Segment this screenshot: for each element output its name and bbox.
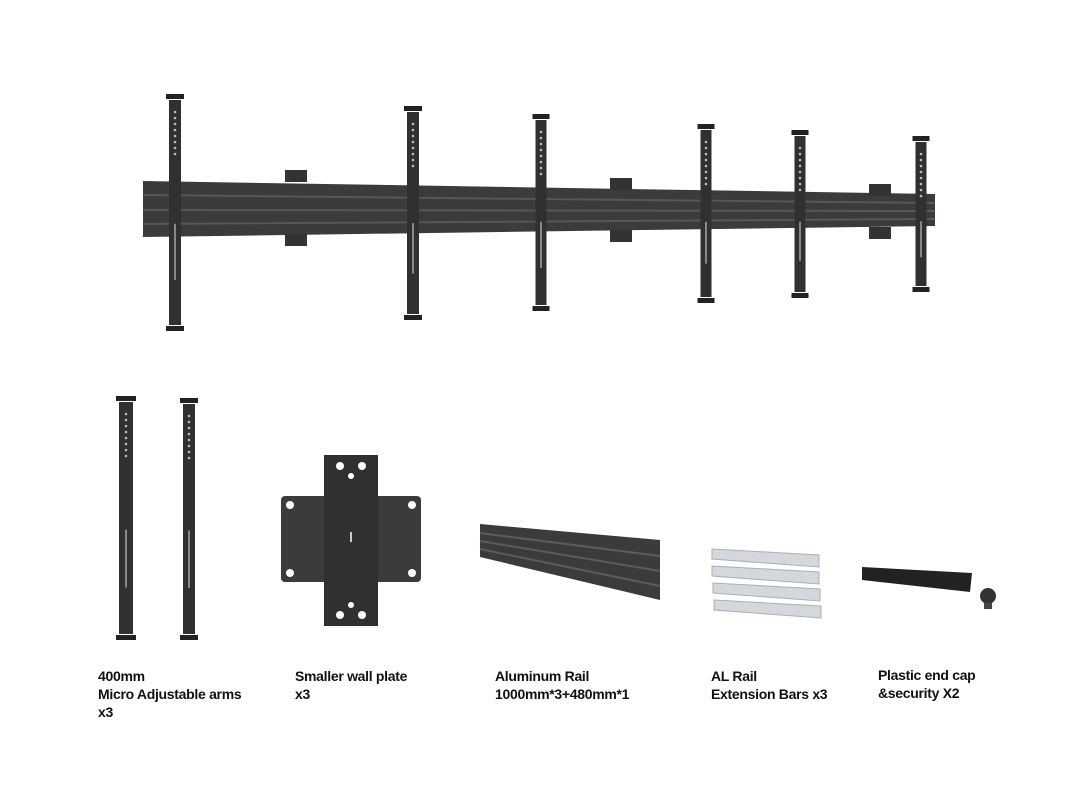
adjustable-arm	[697, 124, 715, 303]
label-line: Aluminum Rail	[495, 668, 590, 684]
label-line: 400mm	[98, 668, 145, 684]
extension-bar	[711, 548, 820, 568]
adjustable-arm	[166, 94, 184, 331]
assembled-mount	[142, 94, 936, 331]
component-label-extension-bars: AL Rail Extension Bars x3	[711, 667, 828, 703]
label-line: Micro Adjustable arms	[98, 686, 242, 702]
label-line: Smaller wall plate	[295, 668, 408, 684]
label-line: 1000mm*3+480mm*1	[495, 686, 630, 702]
label-line: x3	[295, 686, 310, 702]
wall-plate	[869, 227, 891, 239]
adjustable-arm	[791, 130, 809, 298]
label-line: Extension Bars x3	[711, 686, 828, 702]
component-label-wall-plate: Smaller wall plate x3	[295, 667, 407, 703]
adjustable-arm	[180, 398, 198, 640]
label-line: &security X2	[878, 685, 960, 701]
label-line: x3	[98, 704, 113, 720]
component-label-end-cap: Plastic end cap &security X2	[878, 666, 976, 702]
component-label-rail: Aluminum Rail 1000mm*3+480mm*1	[495, 667, 629, 703]
adjustable-arm	[532, 114, 550, 311]
component-label-arms: 400mm Micro Adjustable arms x3	[98, 667, 242, 721]
adjustable-arm	[116, 396, 136, 640]
label-line: Plastic end cap	[878, 667, 976, 683]
label-line: AL Rail	[711, 668, 757, 684]
adjustable-arm	[912, 136, 930, 292]
end-cap-component	[862, 567, 996, 609]
arm-component	[116, 396, 198, 640]
security-screw	[980, 588, 996, 604]
wall-plate	[610, 178, 632, 190]
wall-plate-component	[281, 455, 421, 626]
extension-bar	[711, 565, 820, 585]
extension-bar	[712, 582, 821, 602]
extension-bar	[713, 599, 822, 619]
aluminum-rail-component	[479, 524, 661, 600]
wall-plate	[285, 170, 307, 182]
wall-plate	[869, 184, 891, 196]
adjustable-arm	[404, 106, 422, 320]
wall-plate	[285, 234, 307, 246]
wall-plate	[610, 230, 632, 242]
extension-bars-component	[711, 548, 822, 619]
